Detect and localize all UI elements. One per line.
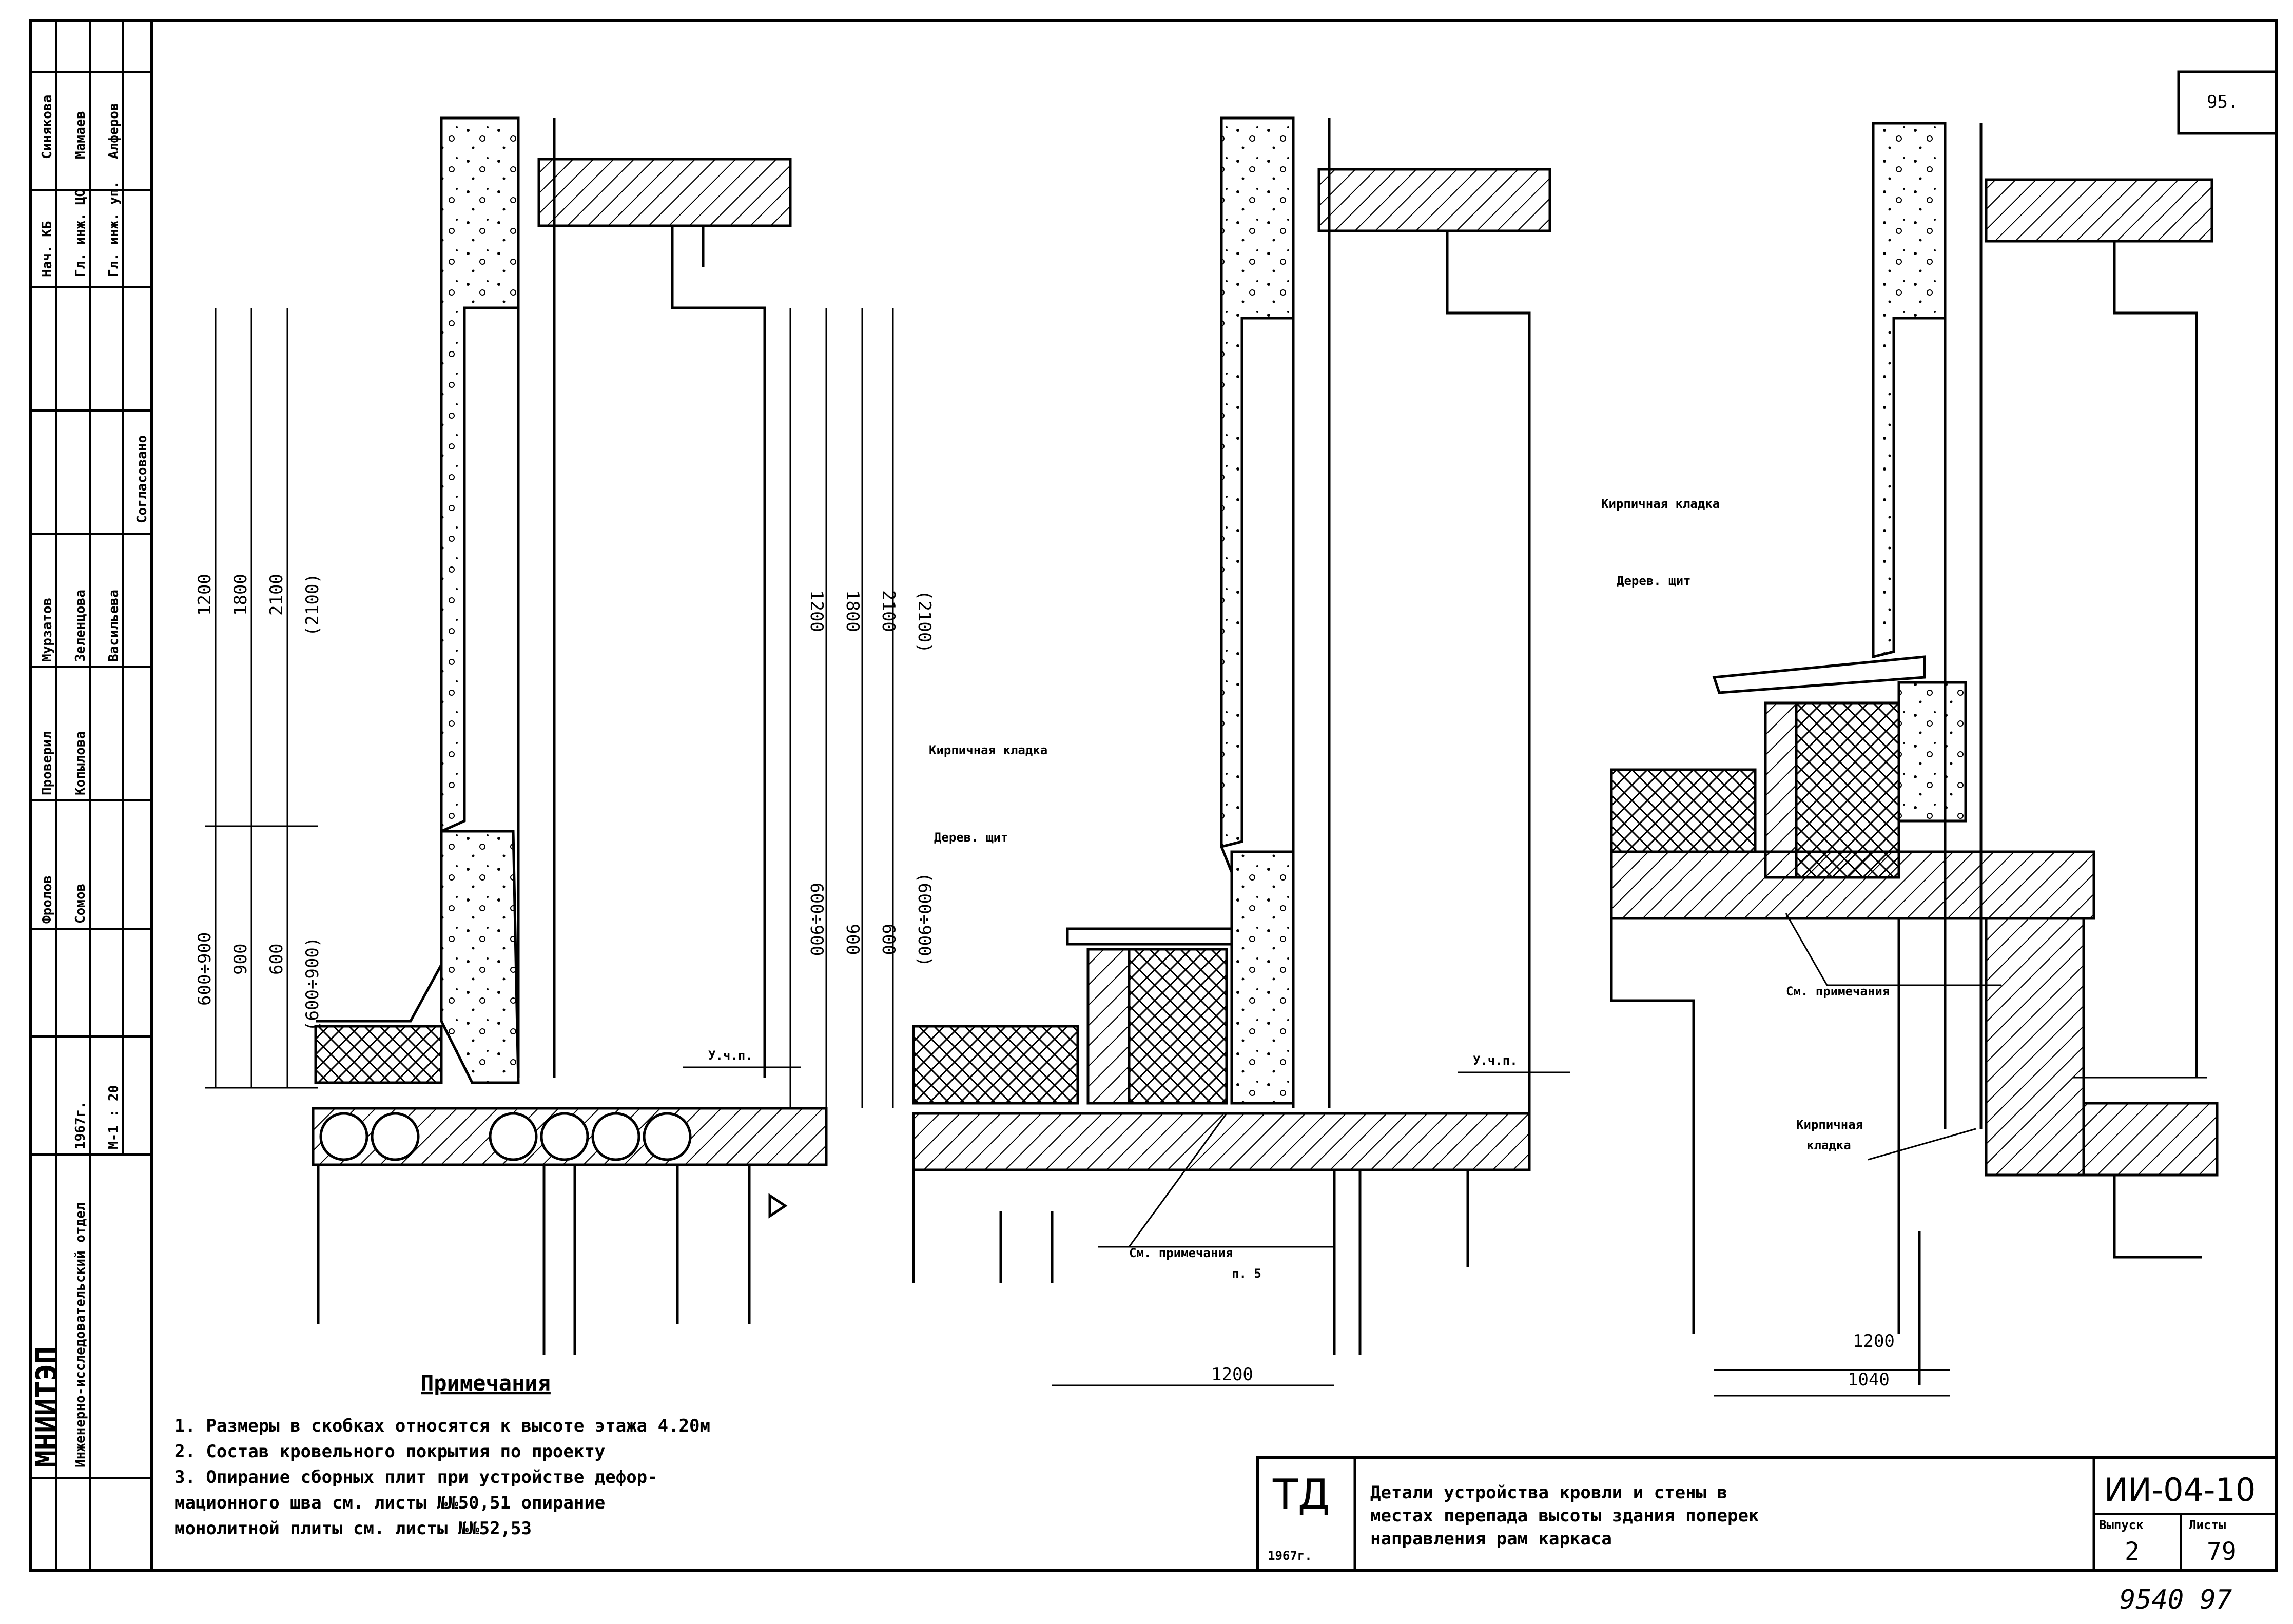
see-notes-label-2: См. примечания: [1129, 1246, 1233, 1260]
note-1: 1. Размеры в скобках относятся к высоте …: [174, 1416, 710, 1436]
detail-1-dims: 1200 1800 2100 (2100) 600÷900 900 600 (6…: [195, 573, 753, 1063]
stamp-name-3: Алферов: [106, 103, 122, 159]
archive-note: 9540 97: [2120, 1584, 2232, 1615]
svg-text:(2100): (2100): [302, 573, 323, 636]
brick-label-3b-1: Кирпичная: [1796, 1118, 1863, 1132]
svg-text:900: 900: [230, 944, 251, 975]
brick-label-3: Кирпичная кладка: [1601, 497, 1720, 511]
brick-label-2: Кирпичная кладка: [929, 743, 1047, 757]
svg-text:(2100): (2100): [914, 590, 935, 653]
stamp-agreed: Согласовано: [134, 435, 150, 523]
stamp-row-7: Зеленцова: [73, 590, 88, 662]
sheet-frame: [29, 19, 2278, 1572]
stamp-row-10: Копылова: [73, 731, 88, 795]
stamp-row-12: Сомов: [73, 884, 88, 924]
svg-text:2100: 2100: [266, 574, 287, 616]
brick-label-3b-2: кладка: [1806, 1138, 1851, 1152]
sheet-label: Листы: [2189, 1518, 2226, 1532]
svg-text:1800: 1800: [230, 574, 251, 616]
note-4: мационного шва см. листы №№50,51 опирани…: [174, 1493, 605, 1513]
width-dim-3a: 1200: [1853, 1331, 1895, 1352]
stamp-row-1: Нач. КБ: [40, 221, 55, 277]
note-2: 2. Состав кровельного покрытия по проект…: [174, 1441, 605, 1462]
notes-block: Примечания 1. Размеры в скобках относятс…: [174, 1371, 710, 1539]
stamp-org: МНИИТЭП: [30, 1346, 64, 1468]
detail-1: [205, 116, 828, 1355]
sheet-value: 79: [2207, 1537, 2237, 1566]
svg-text:(600÷900): (600÷900): [302, 937, 323, 1031]
svg-text:1200: 1200: [806, 590, 827, 632]
stamp-row-2: Гл. инж. ЦО: [73, 189, 88, 277]
see-notes-label-3: См. примечания: [1786, 984, 1890, 999]
stamp-scale: М-1 : 20: [106, 1085, 122, 1149]
stamp-row-3: Гл. инж. уп.: [106, 181, 122, 277]
title-line-1: Детали устройства кровли и стены в: [1370, 1482, 1727, 1503]
title-block: ТД 1967г. Детали устройства кровли и сте…: [1256, 1456, 2278, 1572]
n5-label: п. 5: [1232, 1266, 1261, 1281]
stamp-row-6: Мурзатов: [40, 598, 55, 662]
stamp-row-9: Проверил: [40, 731, 55, 795]
ucp-label-2: У.ч.п.: [1473, 1053, 1518, 1068]
wood-label-2: Дерев. щит: [934, 830, 1008, 845]
svg-text:(600÷900): (600÷900): [914, 872, 935, 967]
stamp-name-2: Мамаев: [73, 111, 88, 159]
stamp-date: 1967г.: [73, 1101, 88, 1149]
svg-text:1800: 1800: [842, 590, 863, 632]
svg-text:600: 600: [878, 924, 899, 955]
svg-text:600: 600: [266, 944, 287, 975]
stamp-dept: Инженерно-исследовательский отдел: [73, 1202, 88, 1468]
svg-text:900: 900: [842, 924, 863, 955]
side-stamp: Нач. КБ Гл. инж. ЦО Гл. инж. уп. Синяков…: [30, 21, 151, 1570]
svg-text:600÷900: 600÷900: [806, 883, 827, 956]
sheet-number: 95.: [2207, 92, 2238, 112]
title-line-2: местах перепада высоты здания поперек: [1370, 1505, 1759, 1526]
svg-text:2100: 2100: [878, 590, 899, 632]
drawing-code: ИИ-04-10: [2104, 1471, 2256, 1509]
detail-3: [1610, 122, 2219, 1397]
width-dim-2: 1200: [1211, 1364, 1253, 1385]
detail-2: [789, 116, 1570, 1386]
note-5: монолитной плиты см. листы №№52,53: [174, 1518, 532, 1539]
note-3: 3. Опирание сборных плит при устройстве …: [174, 1467, 658, 1488]
detail-3-labels: Кирпичная кладка Дерев. щит См. примечан…: [1601, 497, 1895, 1390]
detail-2-labels: 1200 1800 2100 (2100) 600÷900 900 600 (6…: [806, 590, 1518, 1385]
stamp-row-8: Васильева: [106, 590, 122, 662]
title-line-3: направления рам каркаса: [1370, 1529, 1612, 1549]
td-mark: ТД: [1272, 1471, 1330, 1518]
stamp-row-11: Фролов: [40, 875, 55, 924]
td-year: 1967г.: [1268, 1549, 1312, 1563]
notes-heading: Примечания: [421, 1371, 551, 1396]
svg-text:1200: 1200: [195, 574, 215, 616]
svg-text:600÷900: 600÷900: [195, 932, 215, 1006]
issue-value: 2: [2125, 1537, 2140, 1566]
width-dim-3b: 1040: [1848, 1369, 1890, 1390]
issue-label: Выпуск: [2099, 1518, 2144, 1532]
stamp-name-1: Синякова: [40, 95, 55, 159]
ucp-label-1: У.ч.п.: [708, 1048, 753, 1063]
sheet-number-box: 95.: [2177, 70, 2278, 135]
wood-label-3: Дерев. щит: [1617, 574, 1691, 588]
